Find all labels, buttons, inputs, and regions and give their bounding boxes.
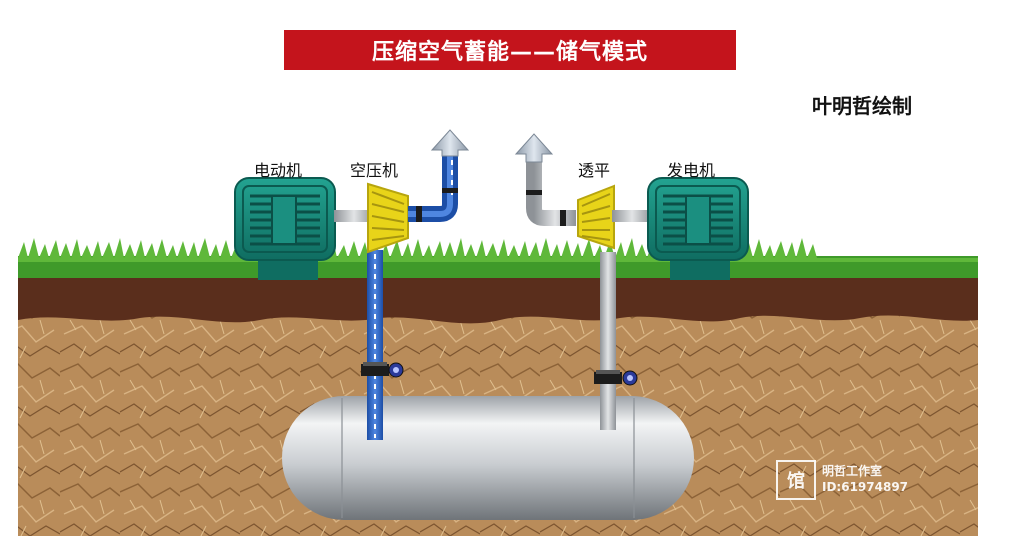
watermark-id: ID:61974897	[822, 480, 909, 494]
label-compressor: 空压机	[350, 161, 399, 180]
electric-motor	[234, 177, 336, 280]
generator-shaft	[612, 210, 652, 222]
motor-shaft	[334, 210, 374, 222]
compressor-valve	[361, 362, 404, 378]
turbine-valve	[594, 370, 638, 386]
page-title: 压缩空气蓄能——储气模式	[284, 30, 736, 70]
compressor-rotor	[367, 182, 409, 254]
generator	[647, 177, 749, 280]
label-generator: 发电机	[667, 161, 716, 180]
intake-arrow	[430, 129, 470, 157]
storage-tank	[282, 396, 694, 520]
topsoil-layer	[18, 272, 978, 324]
exhaust-arrow	[514, 133, 554, 163]
watermark-logo: 馆	[776, 460, 816, 500]
turbine-feed-pipe	[600, 252, 616, 430]
label-turbine: 透平	[578, 161, 611, 180]
turbine-rotor	[577, 184, 615, 250]
label-electric-motor: 电动机	[254, 161, 303, 180]
author-credit: 叶明哲绘制	[812, 94, 912, 118]
grass-blades	[18, 238, 978, 262]
watermark-studio: 明哲工作室	[822, 464, 883, 478]
watermark: 馆 明哲工作室 ID:61974897	[776, 458, 956, 502]
